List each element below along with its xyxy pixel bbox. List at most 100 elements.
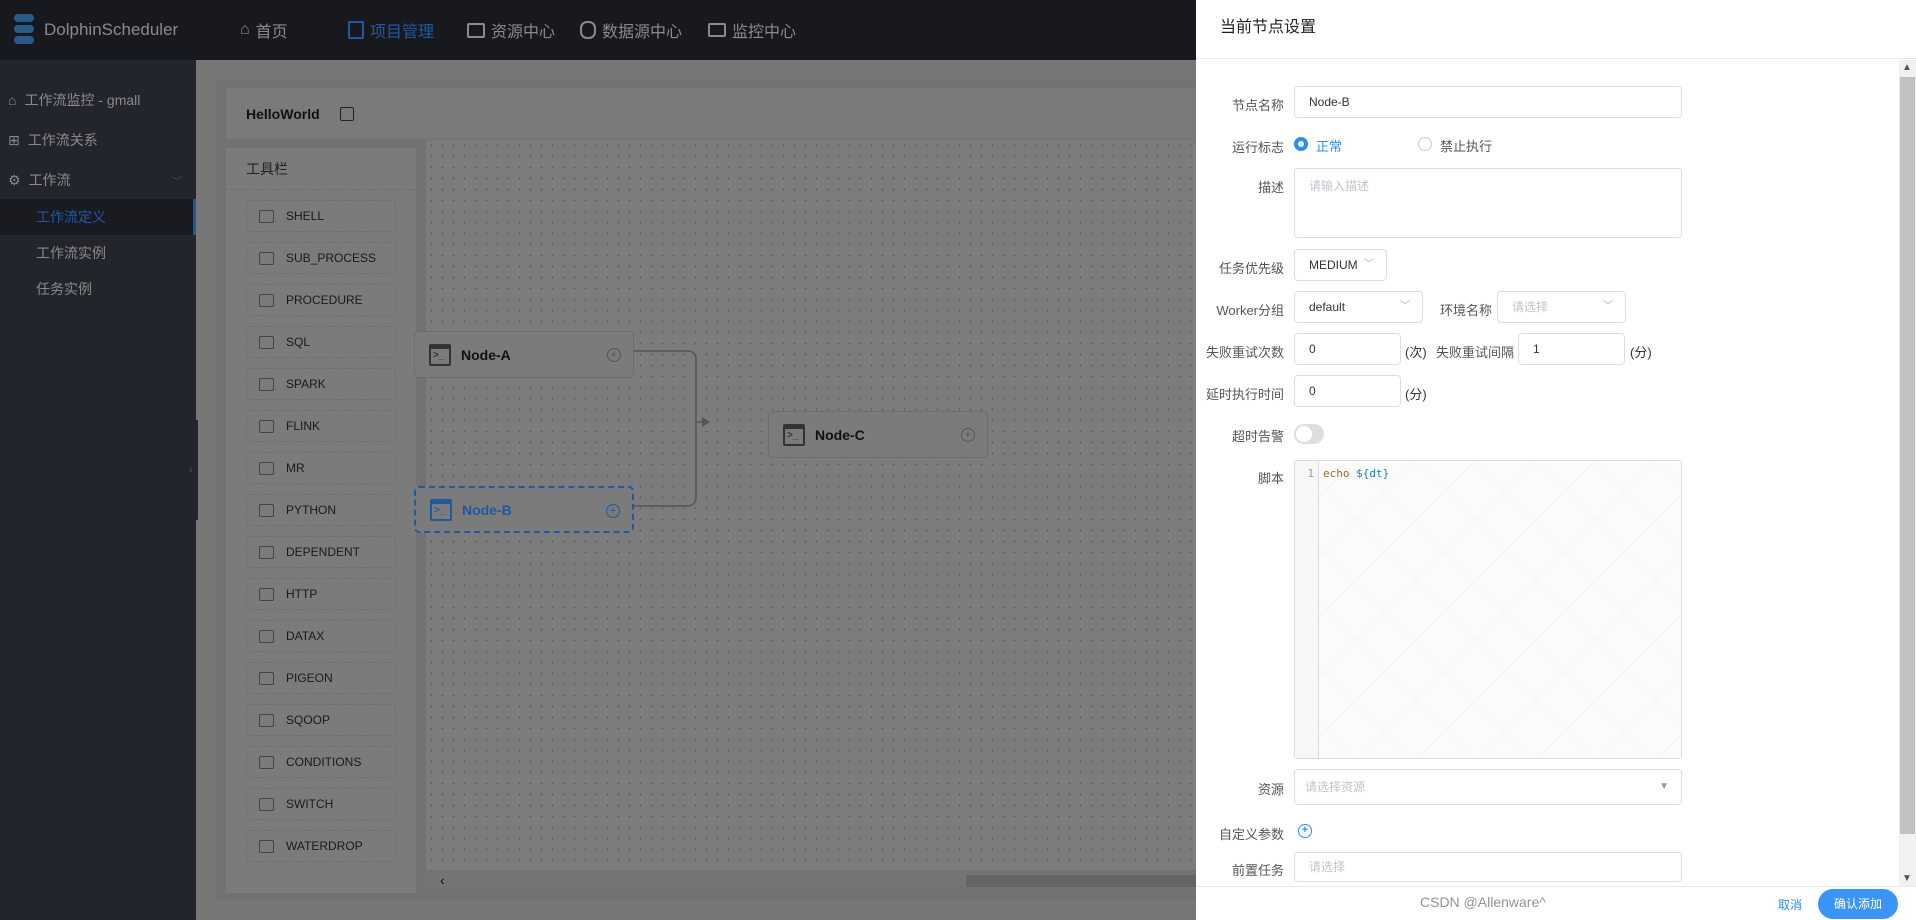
- tool-sqoop[interactable]: SQOOP: [246, 704, 396, 736]
- tool-label: SQL: [286, 335, 311, 349]
- delay-input[interactable]: 0: [1294, 375, 1401, 407]
- tool-dependent[interactable]: DEPENDENT: [246, 536, 396, 568]
- chevron-left-icon[interactable]: ‹: [440, 872, 445, 888]
- tool-http[interactable]: HTTP: [246, 578, 396, 610]
- tool-procedure[interactable]: PROCEDURE: [246, 284, 396, 316]
- scroll-thumb[interactable]: [966, 875, 1196, 887]
- radio-normal[interactable]: [1294, 137, 1308, 151]
- tool-python[interactable]: PYTHON: [246, 494, 396, 526]
- tool-label: CONDITIONS: [286, 755, 362, 769]
- tool-switch[interactable]: SWITCH: [246, 788, 396, 820]
- tool-label: FLINK: [286, 419, 321, 433]
- value: 0: [1309, 384, 1316, 398]
- pre-task-select[interactable]: 请选择: [1294, 852, 1682, 882]
- keyword: echo: [1323, 467, 1350, 480]
- sidebar-item-workflow[interactable]: ⚙工作流﹀: [0, 162, 196, 198]
- label: 自定义参数: [1218, 827, 1284, 842]
- home-icon: ⌂: [240, 21, 250, 38]
- sidebar-item-relation[interactable]: ⊞工作流关系: [0, 122, 196, 158]
- radio-forbidden[interactable]: [1418, 137, 1432, 151]
- sidebar-label: 任务实例: [36, 281, 92, 297]
- nav-datasource[interactable]: 数据源中心: [580, 0, 682, 60]
- confirm-add-button[interactable]: 确认添加: [1818, 889, 1898, 919]
- worker-select[interactable]: default ﹀: [1294, 291, 1423, 323]
- sidebar-item-monitor[interactable]: ⌂工作流监控 - gmall: [0, 82, 196, 118]
- tool-spark[interactable]: SPARK: [246, 368, 396, 400]
- label: Worker分组: [1216, 303, 1284, 318]
- gear-icon: ⚙: [8, 171, 21, 188]
- unit: (分): [1630, 345, 1652, 360]
- logo[interactable]: DolphinScheduler: [8, 12, 178, 48]
- tool-label: HTTP: [286, 587, 318, 601]
- edges: [634, 350, 710, 507]
- node-name-input[interactable]: Node-B: [1294, 86, 1682, 118]
- label: 运行标志: [1231, 140, 1284, 155]
- home-icon: ⌂: [8, 92, 17, 108]
- add-icon[interactable]: +: [607, 348, 621, 362]
- tool-sub_process[interactable]: SUB_PROCESS: [246, 242, 396, 274]
- priority-select[interactable]: MEDIUM﹀: [1294, 249, 1387, 281]
- radio-label: 正常: [1316, 139, 1343, 154]
- tool-label: MR: [286, 461, 305, 475]
- retry-interval-input[interactable]: 1: [1518, 333, 1625, 365]
- node-a[interactable]: >_Node-A+: [414, 331, 634, 378]
- horizontal-scrollbar[interactable]: ‹: [426, 872, 1196, 888]
- top-header: DolphinScheduler ⌂ 首页 项目管理 资源中心 数据源中心 监控中…: [0, 0, 1196, 60]
- scroll-thumb[interactable]: [1900, 77, 1915, 834]
- edge-b-c: [634, 422, 697, 507]
- sidebar-item-instance[interactable]: 工作流实例: [0, 235, 196, 271]
- nav-project[interactable]: 项目管理: [348, 0, 434, 60]
- value: default: [1309, 300, 1346, 314]
- tool-waterdrop[interactable]: WATERDROP: [246, 830, 396, 862]
- tool-pigeon[interactable]: PIGEON: [246, 662, 396, 694]
- nav-monitor[interactable]: 监控中心: [708, 0, 796, 60]
- shell-icon: >_: [430, 498, 452, 521]
- resource-select[interactable]: 请选择资源▼: [1294, 769, 1682, 805]
- nav-resource[interactable]: 资源中心: [467, 0, 555, 60]
- drawer-title: 当前节点设置: [1196, 0, 1916, 59]
- retry-times-input[interactable]: 0: [1294, 333, 1401, 365]
- edge-a-c: [634, 350, 708, 423]
- tool-shell[interactable]: SHELL: [246, 200, 396, 232]
- document-icon: [348, 21, 364, 39]
- node-c[interactable]: >_Node-C+: [768, 411, 988, 458]
- sqoop-icon: [259, 713, 274, 727]
- node-name: Node-C: [815, 426, 865, 443]
- label: 脚本: [1257, 471, 1284, 486]
- drawer-footer: 取消 确认添加: [1196, 886, 1916, 920]
- tool-label: SUB_PROCESS: [286, 251, 377, 265]
- toolbar-title: 工具栏: [226, 148, 416, 190]
- add-icon[interactable]: +: [961, 428, 975, 442]
- app-name: DolphinScheduler: [44, 20, 179, 39]
- script-editor[interactable]: 1 echo ${dt}: [1294, 460, 1682, 759]
- tool-datax[interactable]: DATAX: [246, 620, 396, 652]
- tool-conditions[interactable]: CONDITIONS: [246, 746, 396, 778]
- environment-select[interactable]: 请选择﹀: [1497, 291, 1626, 323]
- nav-label: 首页: [255, 24, 288, 41]
- sidebar-label: 工作流: [28, 172, 71, 188]
- tool-mr[interactable]: MR: [246, 452, 396, 484]
- value: Node-B: [1309, 95, 1350, 109]
- chevron-down-icon[interactable]: ▼: [1902, 873, 1912, 884]
- chevron-down-icon: ﹀: [1400, 301, 1410, 312]
- sidebar-item-task-instance[interactable]: 任务实例: [0, 271, 196, 307]
- add-param-icon[interactable]: +: [1298, 824, 1312, 838]
- sql-icon: [259, 335, 274, 349]
- tool-flink[interactable]: FLINK: [246, 410, 396, 442]
- chevron-up-icon[interactable]: ▲: [1902, 62, 1912, 73]
- dag-canvas[interactable]: >_Node-A+ >_Node-B+ >_ Node-C +: [414, 140, 1196, 870]
- tool-label: PYTHON: [286, 503, 337, 517]
- cancel-button[interactable]: 取消: [1778, 898, 1803, 912]
- sidebar-item-definition[interactable]: 工作流定义: [0, 199, 196, 235]
- nav-home[interactable]: ⌂ 首页: [240, 0, 288, 60]
- copy-icon[interactable]: [339, 106, 354, 121]
- description-textarea[interactable]: 请输入描述: [1294, 168, 1682, 238]
- add-icon[interactable]: +: [606, 504, 620, 518]
- vertical-scrollbar[interactable]: ▲▼: [1899, 60, 1916, 886]
- tool-label: SHELL: [286, 209, 325, 223]
- tool-sql[interactable]: SQL: [246, 326, 396, 358]
- collapse-sidebar-button[interactable]: ‹: [184, 420, 198, 520]
- node-b[interactable]: >_Node-B+: [414, 486, 634, 533]
- caret-down-icon: ▼: [1659, 781, 1669, 792]
- timeout-toggle[interactable]: [1294, 424, 1324, 444]
